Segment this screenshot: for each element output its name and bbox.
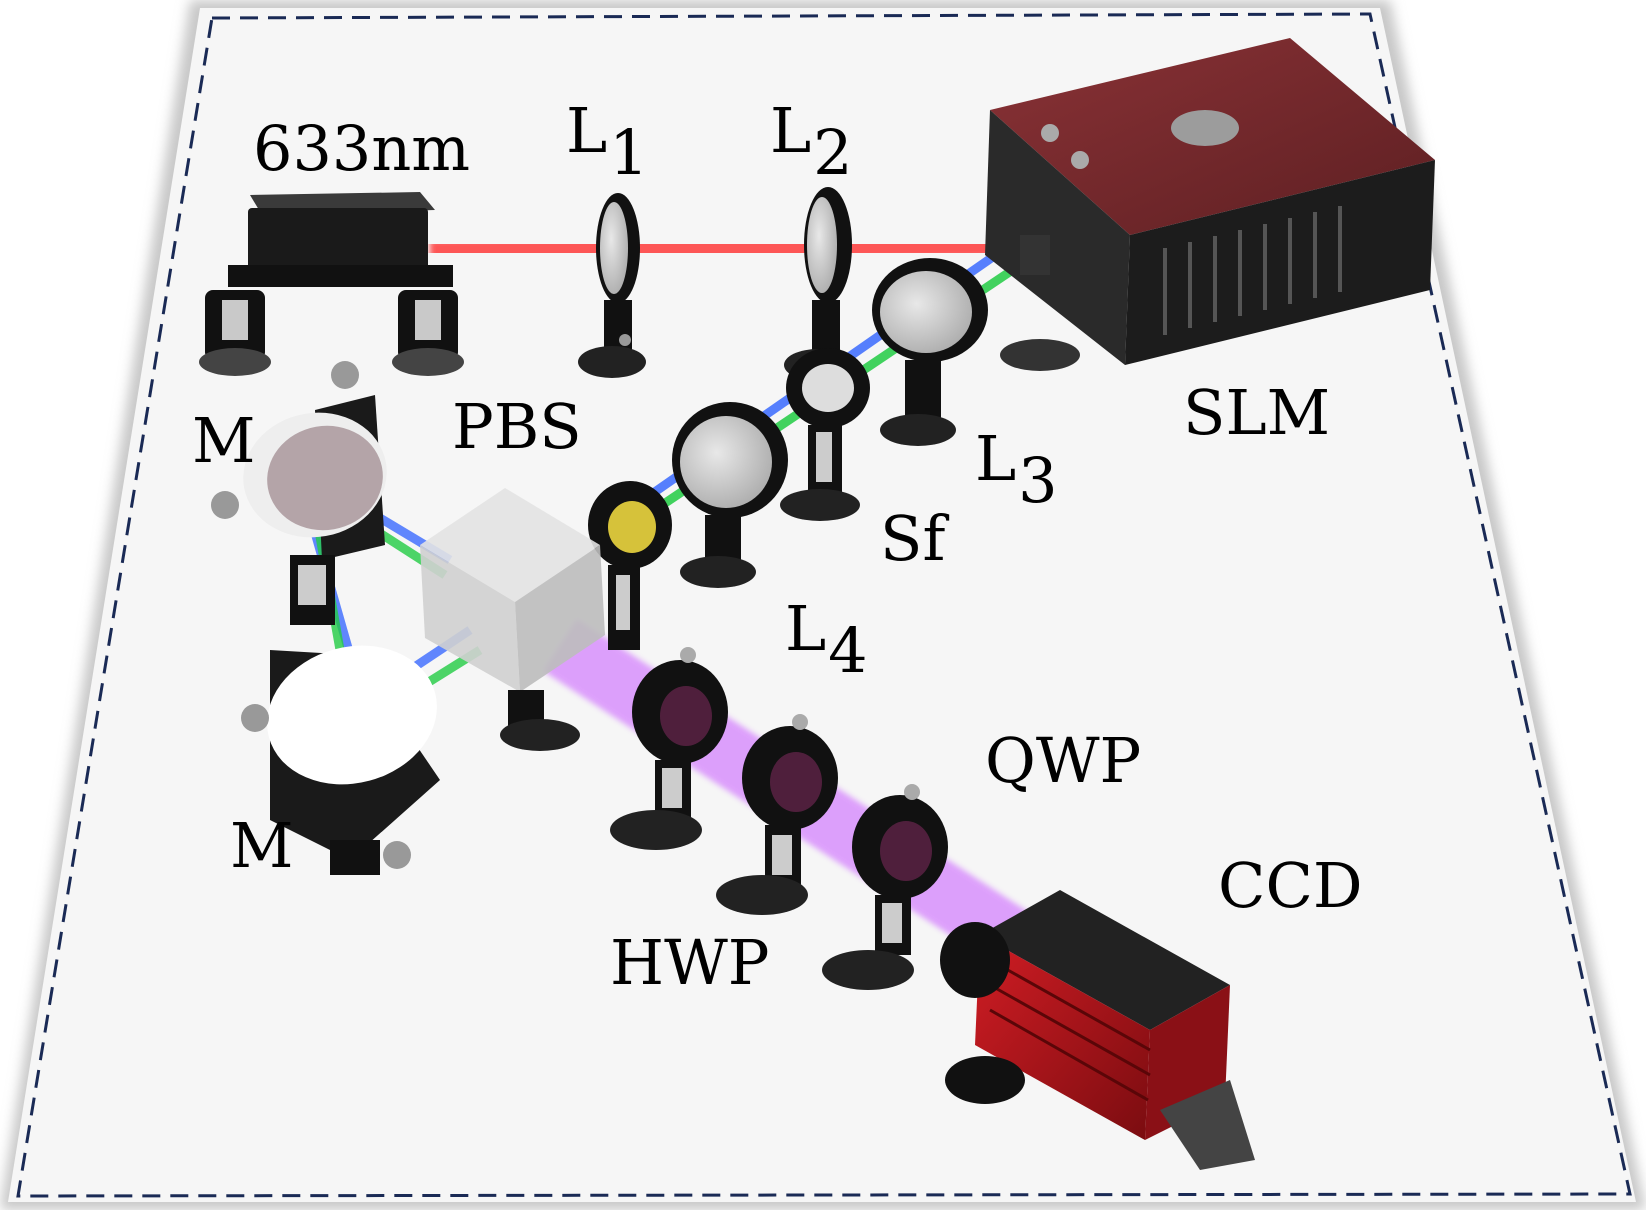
label-laser: 633nm xyxy=(253,112,471,185)
label-l2-sub: 2 xyxy=(813,116,853,189)
label-l4: L4 xyxy=(785,598,868,682)
waveplate-hwp-icon xyxy=(610,647,728,850)
waveplate-qwp2-icon xyxy=(822,784,948,990)
red-beam xyxy=(429,233,1001,264)
label-slm: SLM xyxy=(1183,376,1331,449)
label-qwp: QWP xyxy=(985,724,1142,797)
label-l1-sub: 1 xyxy=(609,116,649,189)
label-l3: L3 xyxy=(975,428,1058,512)
label-pbs: PBS xyxy=(452,390,582,463)
label-l4-sub: 4 xyxy=(828,614,868,687)
mirror-bottom-icon xyxy=(241,645,440,875)
lens-l3-icon xyxy=(872,258,988,446)
label-l4-main: L xyxy=(785,592,827,665)
label-sf: Sf xyxy=(880,502,946,575)
waveplate-qwp1-icon xyxy=(716,714,838,915)
label-l3-sub: 3 xyxy=(1018,444,1058,517)
ccd-camera-icon xyxy=(940,890,1255,1170)
spatial-filter-icon xyxy=(780,348,870,521)
slm-icon xyxy=(985,38,1435,371)
label-l2-main: L xyxy=(770,94,812,167)
pbs-cube-icon xyxy=(420,488,605,751)
label-mirror-bottom: M xyxy=(230,809,294,882)
label-l1: L1 xyxy=(566,100,649,184)
label-hwp: HWP xyxy=(610,926,770,999)
waveplate-yellow-icon xyxy=(588,481,672,650)
mirror-top-icon xyxy=(211,361,387,625)
lens-l4-icon xyxy=(672,402,788,588)
lens-l1-icon xyxy=(578,193,646,378)
label-l3-main: L xyxy=(975,422,1017,495)
label-ccd: CCD xyxy=(1218,849,1363,922)
laser-icon xyxy=(199,192,464,376)
label-l2: L2 xyxy=(770,100,853,184)
label-mirror-top: M xyxy=(192,404,256,477)
label-l1-main: L xyxy=(566,94,608,167)
